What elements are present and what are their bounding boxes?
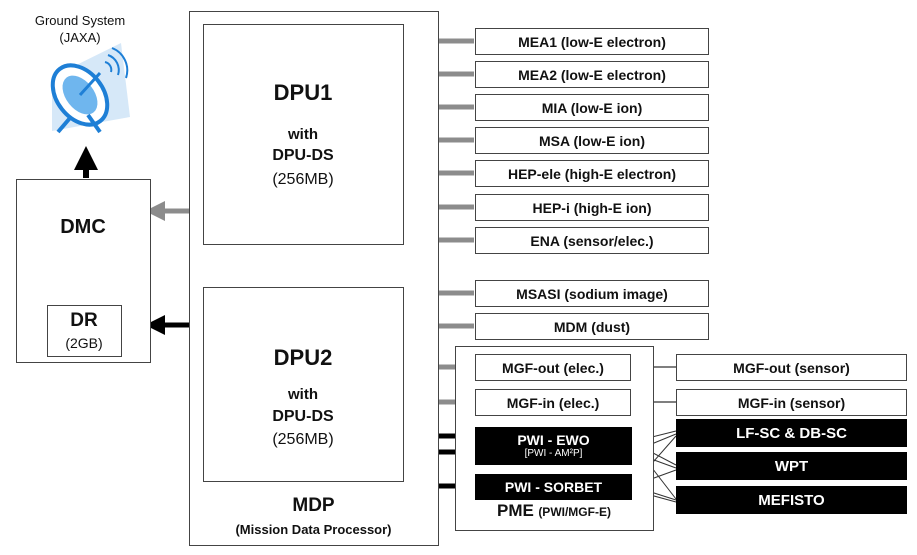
dpu2-ds: DPU-DS — [272, 408, 334, 425]
instrument-hep-i: HEP-i (high-E ion) — [475, 194, 709, 221]
instrument-mdm: MDM (dust) — [475, 313, 709, 340]
satellite-dish-icon — [50, 43, 130, 134]
ground-system-name: Ground System — [34, 13, 126, 28]
dpu2-size: (256MB) — [272, 431, 334, 448]
dr-title: DR — [70, 310, 98, 331]
dpu2-with: with — [288, 386, 318, 403]
dpu1-size: (256MB) — [272, 171, 334, 188]
pwi-mefisto: MEFISTO — [676, 486, 907, 514]
dpu1-with: with — [288, 126, 318, 143]
instrument-mea1: MEA1 (low-E electron) — [475, 28, 709, 55]
pwi-ewo-sublabel: [PWI - AM²P] — [524, 448, 583, 460]
instrument-hep-ele: HEP-ele (high-E electron) — [475, 160, 709, 187]
dpu2-title: DPU2 — [273, 345, 333, 370]
pwi-ewo-box: PWI - EWO [PWI - AM²P] — [475, 427, 632, 465]
mgf-out-elec: MGF-out (elec.) — [475, 354, 631, 381]
instrument-msa: MSA (low-E ion) — [475, 127, 709, 154]
mgf-in-sensor: MGF-in (sensor) — [676, 389, 907, 416]
pwi-sorbet: PWI - SORBET — [475, 474, 632, 500]
instrument-msasi: MSASI (sodium image) — [475, 280, 709, 307]
dpu2-box: DPU2 with DPU-DS (256MB) — [203, 287, 404, 482]
dpu1-ds: DPU-DS — [272, 147, 334, 164]
instrument-mia: MIA (low-E ion) — [475, 94, 709, 121]
pme-label: PME (PWI/MGF-E) — [456, 501, 652, 521]
mgf-out-sensor: MGF-out (sensor) — [676, 354, 907, 381]
instrument-ena: ENA (sensor/elec.) — [475, 227, 709, 254]
dr-size: (2GB) — [65, 335, 103, 351]
dpu1-box: DPU1 with DPU-DS (256MB) — [203, 24, 404, 245]
pwi-ewo-label: PWI - EWO — [517, 432, 590, 449]
dr-box: DR (2GB) — [47, 305, 122, 357]
ground-system-label: Ground System (JAXA) — [20, 12, 140, 46]
mdp-title: MDP — [292, 495, 335, 516]
mgf-in-elec: MGF-in (elec.) — [475, 389, 631, 416]
ground-system-agency: (JAXA) — [59, 30, 101, 45]
pwi-wpt: WPT — [676, 452, 907, 480]
pme-title: PME — [497, 501, 534, 520]
mdp-subtitle: (Mission Data Processor) — [235, 522, 392, 537]
instrument-to-dpu1-arrows — [403, 31, 474, 250]
dmc-box: DMC DR (2GB) — [16, 179, 151, 363]
pme-subtitle: (PWI/MGF-E) — [538, 505, 611, 519]
pwi-lfsc-dbsc: LF-SC & DB-SC — [676, 419, 907, 447]
instrument-mea2: MEA2 (low-E electron) — [475, 61, 709, 88]
dmc-title: DMC — [60, 216, 106, 238]
dpu1-title: DPU1 — [273, 80, 333, 105]
